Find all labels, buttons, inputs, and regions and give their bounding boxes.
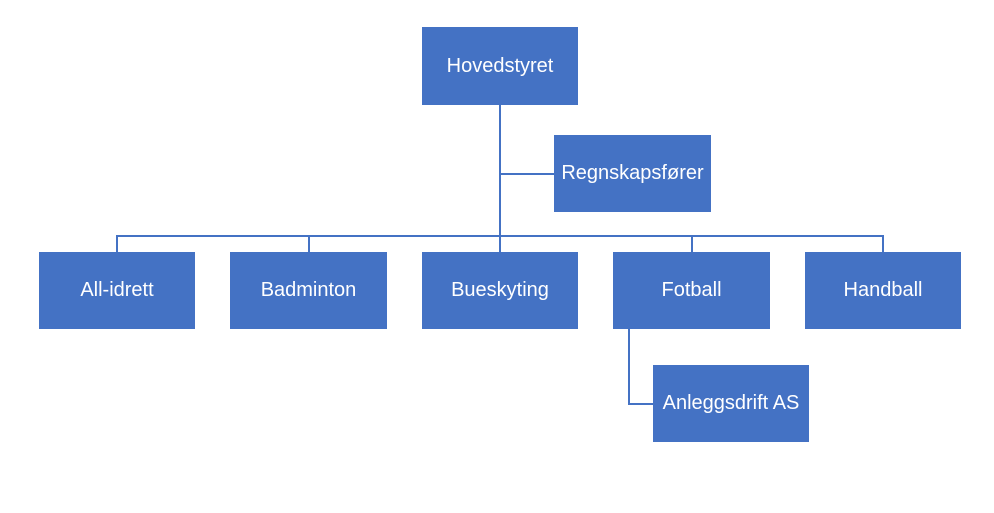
node-bueskyting: Bueskyting	[422, 252, 578, 329]
node-label: Anleggsdrift AS	[662, 392, 800, 414]
node-label: Bueskyting	[451, 279, 549, 301]
node-label: Regnskapsfører	[561, 162, 704, 184]
connector-fotball-anleggsdrift	[628, 329, 653, 405]
node-hovedstyret: Hovedstyret	[422, 27, 578, 105]
node-label: Handball	[843, 279, 923, 301]
node-all-idrett: All-idrett	[39, 252, 195, 329]
node-fotball: Fotball	[613, 252, 770, 329]
node-label: Fotball	[661, 279, 722, 301]
node-regnskapsforer: Regnskapsfører	[554, 135, 711, 212]
node-anleggsdrift-as: Anleggsdrift AS	[653, 365, 809, 442]
node-label: All-idrett	[80, 279, 154, 301]
node-badminton: Badminton	[230, 252, 387, 329]
node-label: Badminton	[260, 279, 357, 301]
node-handball: Handball	[805, 252, 961, 329]
node-label: Hovedstyret	[446, 54, 554, 77]
